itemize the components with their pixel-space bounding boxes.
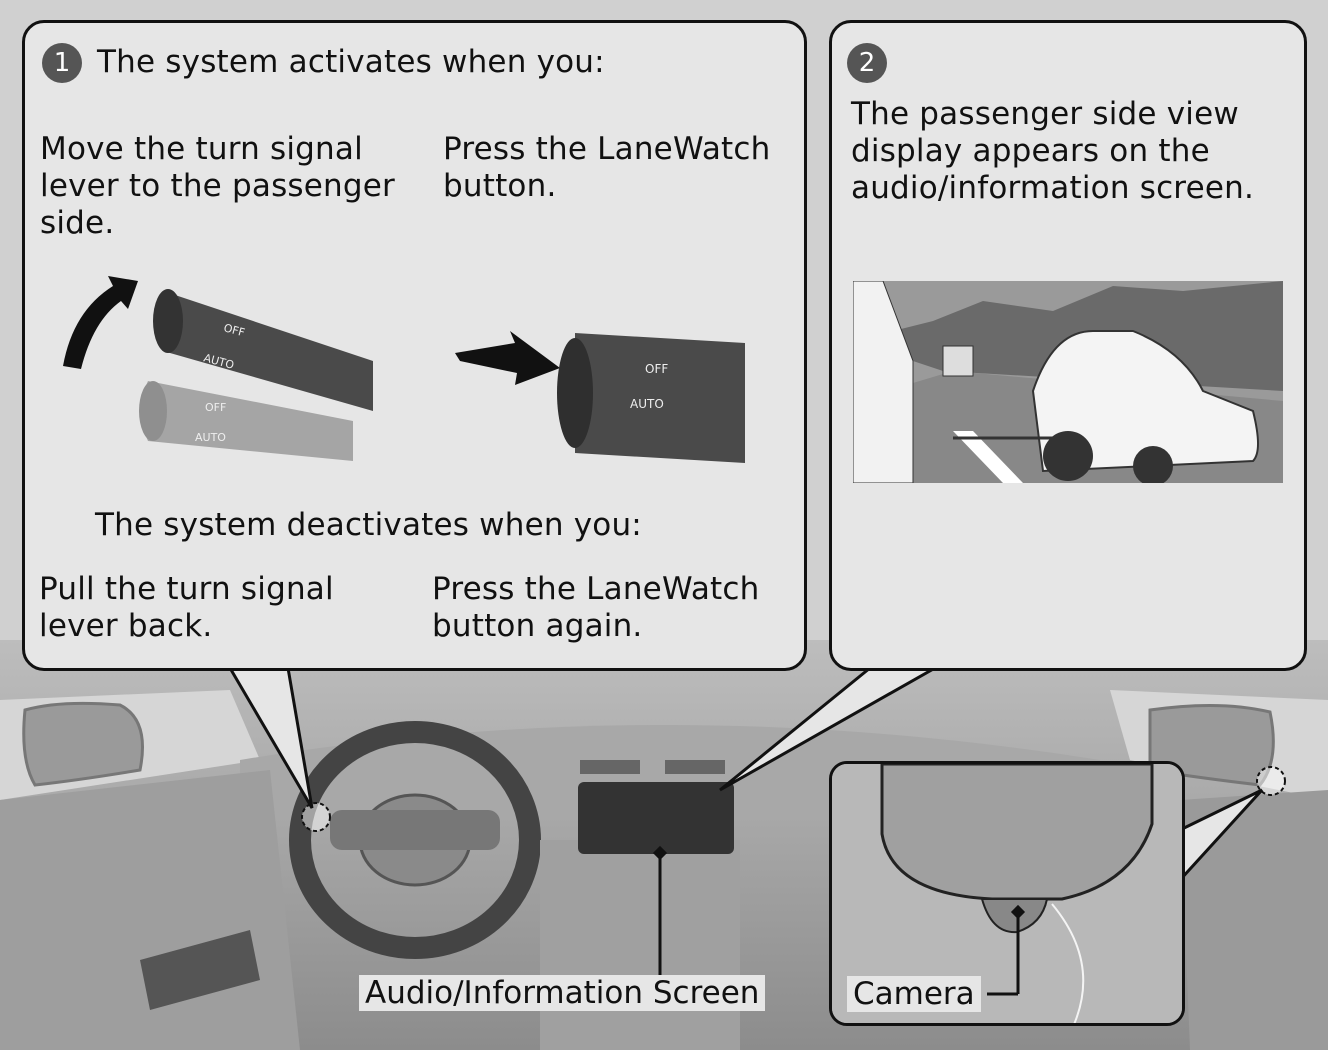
lanewatch-button-illustration: OFF AUTO [455, 331, 745, 463]
lanewatch-view-illustration [853, 281, 1283, 483]
deactivate-button-text: Press the LaneWatch button again. [432, 571, 760, 644]
step-2-badge: 2 [847, 43, 887, 83]
display-panel: 2 The passenger side view display appear… [829, 20, 1307, 671]
activate-turn-signal-text: Move the turn signal lever to the passen… [40, 131, 395, 241]
deactivation-heading: The system deactivates when you: [95, 507, 642, 543]
activate-button-text: Press the LaneWatch button. [443, 131, 771, 204]
activation-panel: 1 The system activates when you: Move th… [22, 20, 807, 671]
turn-signal-lever-illustration: OFF AUTO OFF AUTO [63, 276, 373, 461]
button-auto-label: AUTO [630, 397, 664, 411]
activation-heading: The system activates when you: [97, 44, 605, 80]
lever-off-label-2: OFF [222, 321, 246, 339]
button-off-label: OFF [645, 362, 668, 376]
step-1-badge: 1 [42, 43, 82, 83]
lever-auto-label: AUTO [195, 431, 226, 444]
deactivate-turn-signal-text: Pull the turn signal lever back. [39, 571, 334, 644]
camera-label: Camera [847, 976, 981, 1012]
camera-inset: Camera [829, 761, 1185, 1026]
audio-screen-label: Audio/Information Screen [359, 975, 766, 1011]
lever-off-label: OFF [205, 401, 226, 414]
display-description: The passenger side view display appears … [851, 96, 1255, 206]
